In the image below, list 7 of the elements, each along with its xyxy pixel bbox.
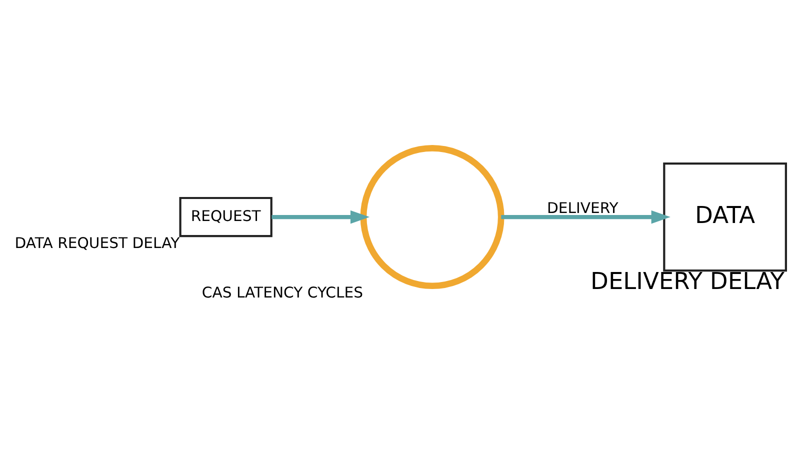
node-label: DATA REQUEST DELAY: [14, 234, 180, 252]
node-box: REQUEST: [179, 196, 272, 238]
arrow: [501, 210, 670, 224]
arrow: [272, 210, 370, 224]
edge-label: DELIVERY: [547, 200, 618, 218]
node-box: DATA: [663, 162, 787, 272]
node-label: CAS LATENCY CYCLES: [202, 284, 364, 302]
